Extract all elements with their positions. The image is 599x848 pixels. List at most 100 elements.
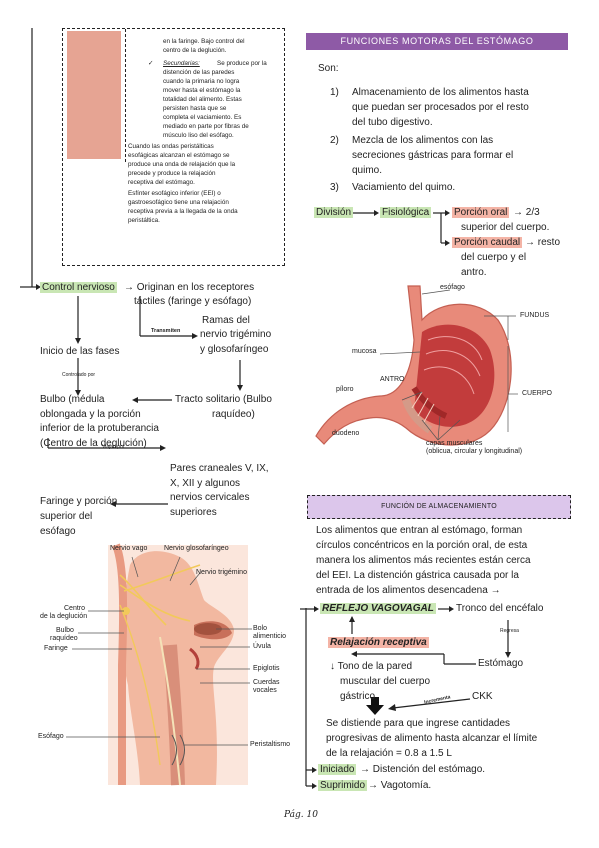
head-neck-illustration [66, 543, 252, 786]
transmiten-label: Transmiten [151, 328, 181, 334]
secondary-line: mover hasta el estómago la [163, 87, 241, 94]
label-nervio-trigemino: Nervio trigémino [196, 569, 247, 576]
oral-desc: superior del cuerpo. [461, 222, 550, 233]
label-peristaltismo: Peristaltismo [250, 741, 291, 748]
distiende-line: progresivas de alimento hasta alcanzar e… [326, 733, 538, 744]
label-nervio-glosofaringeo: Nervio glosofaríngeo [164, 545, 229, 552]
label-nervio-vago: Nervio vago [110, 545, 148, 552]
relajacion-label: Relajación receptiva [328, 637, 429, 648]
tracto-line: Tracto solitario (Bulbo [175, 394, 272, 405]
bulbo-line: Bulbo (médula [40, 394, 105, 405]
regresa-label: Regresa [500, 628, 519, 634]
suprimido-desc: → Vagotomía. [368, 780, 432, 791]
controlado-label: Controlado por [62, 372, 96, 378]
relax-line: Cuando las ondas peristálticas [128, 143, 214, 150]
item-num: 3) [330, 182, 339, 193]
label-faringe: Faringe [44, 645, 68, 652]
tracto-line: raquídeo) [212, 409, 255, 420]
label-bolo: Bolo [253, 625, 268, 632]
ramas-line: Ramas del [202, 315, 250, 326]
division-label: División [314, 207, 354, 218]
item-line: quimo. [352, 165, 383, 176]
sphincter-line: gastroesofágico tiene una relajación [128, 199, 229, 206]
relax-line: receptiva del estómago. [128, 179, 195, 186]
label-fundus: FUNDUS [520, 312, 550, 319]
almacenamiento-header: FUNCIÓN DE ALMACENAMIENTO [307, 495, 571, 519]
ramas-line: nervio trigémino [200, 329, 272, 340]
control-nervioso-label: Control nervioso [40, 282, 117, 293]
label-cuerpo: CUERPO [522, 390, 552, 397]
paragraph-line: Los alimentos que entran al estómago, fo… [316, 525, 523, 536]
label-esofago: Esófago [38, 733, 64, 740]
secondary-line: totalidad del alimento. Estas [163, 96, 242, 103]
caudal-desc: antro. [461, 267, 487, 278]
label-antro: ANTRO [380, 376, 405, 383]
oral-desc: → 2/3 [513, 207, 540, 218]
pares-line: nervios cervicales [170, 492, 250, 503]
swallowing-anatomy-figure: Nervio vago Nervio glosofaríngeo Nervio … [20, 543, 310, 786]
paragraph-line: del EEI. La distención gástrica causada … [316, 570, 519, 581]
item-line: secreciones gástricas para formar el [352, 150, 514, 161]
inicio-fases: Inicio de las fases [40, 346, 120, 357]
bulbo-line: inferior de la protuberancia [40, 423, 159, 434]
continuation-line-1: en la faringe. Bajo control del [163, 38, 245, 45]
relax-line: precede y produce la relajación [128, 170, 216, 177]
distiende-line: de la relajación = 0.8 a 1.5 L [326, 748, 452, 759]
paragraph-line: manera los alimentos más recientes están… [316, 555, 531, 566]
label-cuerdas: vocales [253, 687, 277, 694]
item-line: Mezcla de los alimentos con las [352, 135, 494, 146]
label-esofago-stomach: esófago [440, 284, 465, 291]
sphincter-line: receptiva previa a la llegada de la onda [128, 208, 238, 215]
sphincter-line: Esfínter esofágico inferior (EEI) o [128, 190, 221, 197]
label-uvula: Úvula [253, 643, 271, 650]
continuation-line-2: centro de la deglución. [163, 47, 227, 54]
caudal-desc: → resto [525, 237, 561, 248]
item-num: 1) [330, 87, 339, 98]
label-piloro: píloro [336, 386, 354, 393]
paragraph-line: entrada de los alimentos desencadena → [316, 585, 501, 596]
son-label: Son: [318, 63, 339, 74]
estomago-label: Estómago [478, 658, 524, 669]
faringe-line: Faringe y porción [40, 496, 118, 507]
caudal-desc: del cuerpo y el [461, 252, 527, 263]
secondary-line: completa el vaciamiento. Es [163, 114, 242, 121]
label-mucosa: mucosa [352, 348, 377, 355]
item-line: Almacenamiento de los alimentos hasta [352, 87, 529, 98]
label-bolo: alimenticio [253, 633, 287, 640]
porcion-caudal-label: Porción caudal [452, 237, 523, 248]
item-line: que puedan ser procesados por el resto [352, 102, 529, 113]
secondary-line: Se produce por la [217, 60, 267, 67]
tono-line: muscular del cuerpo [340, 676, 431, 687]
label-bulbo: Bulbo [56, 627, 74, 634]
item-line: Vaciamiento del quimo. [352, 182, 456, 193]
stomach-illustration [315, 285, 518, 446]
ramas-line: y glosofaríngeo [200, 344, 269, 355]
label-duodeno: duodeno [332, 430, 360, 437]
ckk-label: CKK [472, 691, 493, 702]
margin-dashed-divider [125, 29, 126, 162]
secondary-label: Secundarias: [163, 60, 200, 67]
bulbo-line: (Centro de la deglución) [40, 438, 147, 449]
label-epiglotis: Epiglotis [253, 665, 280, 672]
fisiologica-label: Fisiológica [380, 207, 432, 218]
tono-line: gástrico [340, 691, 376, 702]
secondary-line: mediado en parte por fibras de [163, 123, 249, 130]
check-icon: ✓ [148, 60, 154, 67]
tronco-label: Tronco del encéfalo [456, 603, 544, 614]
label-cuerdas: Cuerdas [253, 679, 280, 686]
faringe-line: superior del [40, 511, 93, 522]
item-line: del tubo digestivo. [352, 117, 433, 128]
label-bulbo: raquídeo [50, 635, 78, 642]
porcion-oral-label: Porción oral [452, 207, 510, 218]
sphincter-line: peristáltica. [128, 217, 160, 224]
relax-line: esofágicas alcanzan el estómago se [128, 152, 230, 159]
pares-line: X, XII y algunos [170, 478, 241, 489]
header-text: FUNCIONES MOTORAS DEL ESTÓMAGO [340, 36, 534, 46]
item-num: 2) [330, 135, 339, 146]
label-capas: (oblicua, circular y longitudinal) [426, 448, 523, 455]
paragraph-line: círculos concéntricos en la porción oral… [316, 540, 528, 551]
label-centro: Centro [64, 605, 86, 612]
almacenamiento-header-text: FUNCIÓN DE ALMACENAMIENTO [381, 503, 497, 510]
pink-margin-block [67, 31, 121, 159]
